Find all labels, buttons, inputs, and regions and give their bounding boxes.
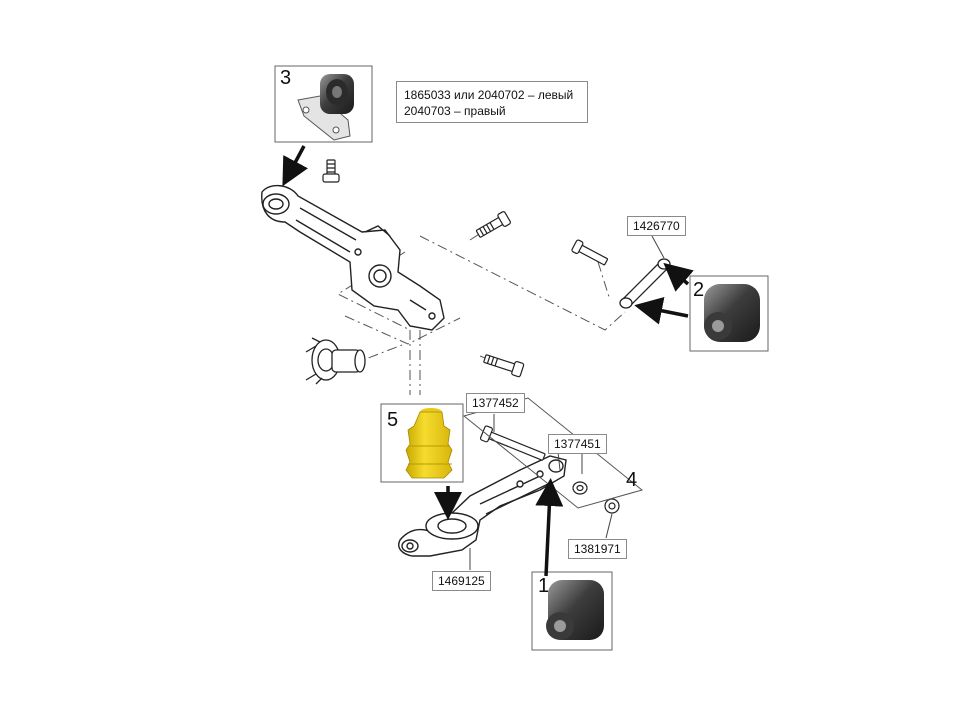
- arm-bolt: [479, 425, 546, 461]
- arrow-3-icon: [282, 145, 308, 187]
- assembly-line-center: [344, 315, 461, 345]
- callout-number-5: 5: [387, 409, 399, 431]
- callout-box-3: [274, 65, 373, 143]
- part-number-lower-arm: 1469125: [432, 571, 491, 591]
- arrow-2b-icon: [634, 297, 689, 325]
- upper-link: [619, 258, 671, 309]
- arrow-1-icon: [535, 478, 564, 577]
- trailing-arm: [261, 185, 445, 331]
- part-number-nut: 1381971: [568, 539, 627, 559]
- callout-number-4: 4: [626, 469, 638, 491]
- part-number-upper-link: 1426770: [627, 216, 686, 236]
- callout-box-1: [531, 571, 613, 651]
- note-line-left: 1865033 или 2040702 – левый: [404, 88, 574, 102]
- washer: [572, 481, 620, 514]
- assembly-line-link: [419, 235, 626, 331]
- callout-number-2: 2: [693, 279, 705, 301]
- wheel-hub: [305, 337, 366, 385]
- note-box-3: 1865033 или 2040702 – левый 2040703 – пр…: [396, 81, 588, 123]
- note-line-right: 2040703 – правый: [404, 104, 506, 118]
- bolt-top: [322, 159, 340, 183]
- arrow-2a-icon: [663, 262, 694, 292]
- arm-bushing-icon: [546, 580, 604, 640]
- callout-number-3: 3: [280, 67, 292, 89]
- bold-arrows: [282, 145, 694, 577]
- leader-lines: [469, 235, 665, 570]
- bolt-middle: [475, 211, 511, 238]
- bolt-link: [571, 239, 609, 266]
- top-mount-bushing-icon: [297, 74, 354, 141]
- bolt-lower: [483, 354, 525, 378]
- link-bushing-icon: [704, 284, 760, 342]
- callout-box-2: [689, 275, 769, 352]
- part-number-bolt-top: 1377452: [466, 393, 525, 413]
- bump-stop-icon: [405, 408, 453, 479]
- part-number-bolt-arm: 1377451: [548, 434, 607, 454]
- assembly-line-bolt3: [597, 261, 611, 301]
- callout-box-5: [380, 403, 464, 483]
- callout-number-1: 1: [538, 575, 550, 597]
